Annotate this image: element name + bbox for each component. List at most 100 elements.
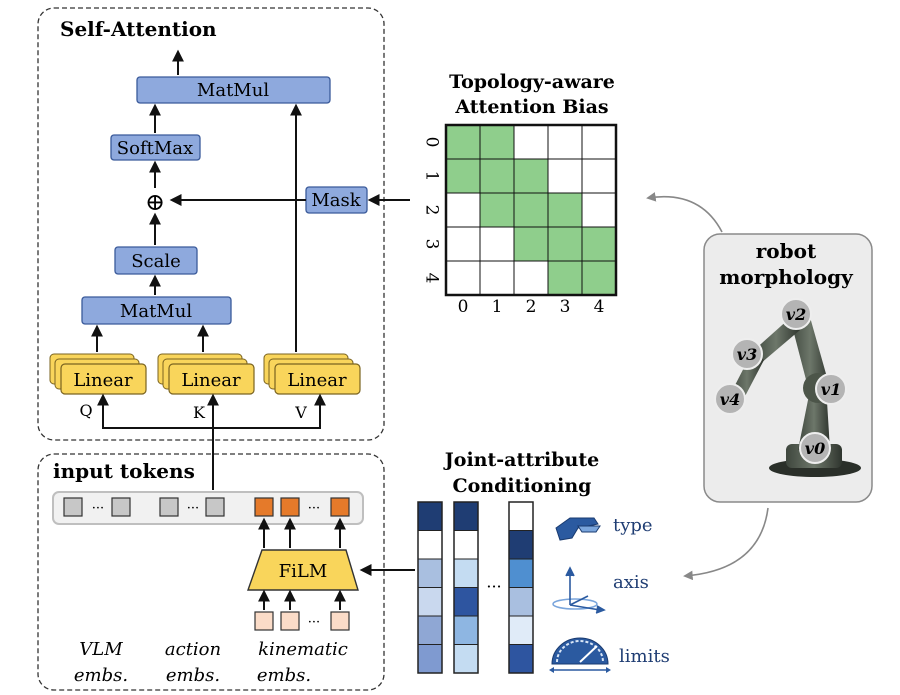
kinematic-token <box>280 497 300 517</box>
gauge-icon <box>549 637 611 673</box>
joint-v4: v4 <box>714 383 746 415</box>
joint-v0-label: v0 <box>805 439 825 458</box>
attribute-cell <box>417 530 443 560</box>
bias-cell <box>581 226 617 262</box>
bias-cell <box>581 260 617 296</box>
robot-to-conditioning-arrow <box>683 507 769 581</box>
attribute-cell <box>417 587 443 617</box>
softmax-block <box>110 134 201 161</box>
scale-block <box>114 246 198 275</box>
joint-v2: v2 <box>780 298 812 330</box>
bias-cell <box>479 226 515 262</box>
vlm-token <box>63 497 83 517</box>
vlm-token <box>111 497 131 517</box>
gripper-icon <box>555 517 601 541</box>
bias-row-label: 2 <box>422 205 442 216</box>
attribute-cell <box>508 501 534 531</box>
kinematic-emb <box>330 611 350 631</box>
kinematic-label-line2: embs. <box>257 665 311 686</box>
bias-cell <box>547 192 583 228</box>
bias-title-line2: Attention Bias <box>454 96 608 118</box>
vlm-label-line1: VLM <box>79 639 123 660</box>
bias-col-label: 1 <box>492 297 503 317</box>
kinematic-emb-dots: ··· <box>308 615 320 630</box>
kinematic-label-line1: kinematic <box>258 639 348 660</box>
bias-cell <box>513 192 549 228</box>
linear-v-label: Linear <box>287 370 347 391</box>
linear-k-stack: Linear <box>157 353 255 395</box>
attention-bias-panel: Topology-aware Attention Bias 0 1 2 3 4 0 1 2 3… <box>422 71 618 317</box>
robot-title-line1: robot <box>756 239 817 263</box>
input-tokens-title: input tokens <box>53 459 195 483</box>
kinematic-emb <box>280 611 300 631</box>
qkv-bus <box>102 397 321 429</box>
attribute-column-1 <box>417 501 443 674</box>
attribute-column-3 <box>508 501 534 674</box>
add-symbol: ⊕ <box>145 188 165 216</box>
bias-cell <box>479 192 515 228</box>
bias-cell <box>513 124 549 160</box>
action-token <box>159 497 179 517</box>
bias-col-label: 0 <box>458 297 469 317</box>
bias-row-labels: 0 1 2 3 4 <box>422 137 442 284</box>
attribute-cell <box>508 644 534 674</box>
bias-row-label: 1 <box>422 171 442 182</box>
softmax-label: SoftMax <box>117 138 193 159</box>
bias-col-label: 4 <box>594 297 605 317</box>
self-attention-title: Self-Attention <box>60 17 217 41</box>
film-label: FiLM <box>279 561 328 582</box>
bias-cell <box>547 226 583 262</box>
bias-cell <box>445 158 481 194</box>
bias-cell <box>479 158 515 194</box>
bias-row-label: 3 <box>422 239 442 250</box>
joint-v3-label: v3 <box>737 345 757 364</box>
kinematic-dots: ··· <box>308 501 320 516</box>
film-block <box>247 549 359 591</box>
input-tokens-border <box>37 453 385 691</box>
bias-cell <box>513 226 549 262</box>
linear-q-label: Linear <box>73 370 133 391</box>
kinematic-token <box>254 497 274 517</box>
attribute-column-frame <box>508 501 534 674</box>
k-label: K <box>193 403 206 422</box>
bias-cell <box>547 260 583 296</box>
bias-cell <box>479 260 515 296</box>
bias-row-label: 4 <box>422 273 442 284</box>
linear-v-stack: Linear <box>263 353 361 395</box>
attribute-cell <box>508 530 534 560</box>
vlm-label-line2: embs. <box>74 665 128 686</box>
attribute-cell <box>417 558 443 588</box>
bias-title-line1: Topology-aware <box>449 71 615 93</box>
joint-v1-label: v1 <box>821 380 841 399</box>
bias-cell <box>581 124 617 160</box>
joint-v1: v1 <box>815 373 847 405</box>
bias-col-label: 3 <box>560 297 571 317</box>
legend-limits: limits <box>619 646 670 667</box>
action-label-line1: action <box>165 639 221 660</box>
conditioning-panel: Joint-attribute Conditioning ··· type ax… <box>417 449 670 674</box>
conditioning-dots: ··· <box>486 577 501 596</box>
bias-cell <box>445 260 481 296</box>
matmul-top-label: MatMul <box>197 80 269 101</box>
attribute-cell <box>453 644 479 674</box>
attribute-column-frame <box>417 501 443 674</box>
linear-q-stack: Linear <box>49 353 147 395</box>
kinematic-token <box>330 497 350 517</box>
joint-v4-label: v4 <box>720 390 740 409</box>
action-label-line2: embs. <box>166 665 220 686</box>
scale-label: Scale <box>131 251 181 272</box>
attribute-cell <box>508 615 534 645</box>
self-attention-border <box>37 7 385 441</box>
joint-v3: v3 <box>731 338 763 370</box>
robot-to-bias-arrow <box>646 192 723 233</box>
bias-matrix <box>444 123 618 297</box>
legend-type: type <box>613 515 653 536</box>
bias-row-label: 0 <box>422 137 442 148</box>
robot-morphology-panel: robot morphology v2 v3 v1 v4 <box>646 192 873 581</box>
attribute-cell <box>453 501 479 531</box>
attribute-cell <box>417 615 443 645</box>
q-label: Q <box>79 401 92 420</box>
bias-cell <box>547 124 583 160</box>
